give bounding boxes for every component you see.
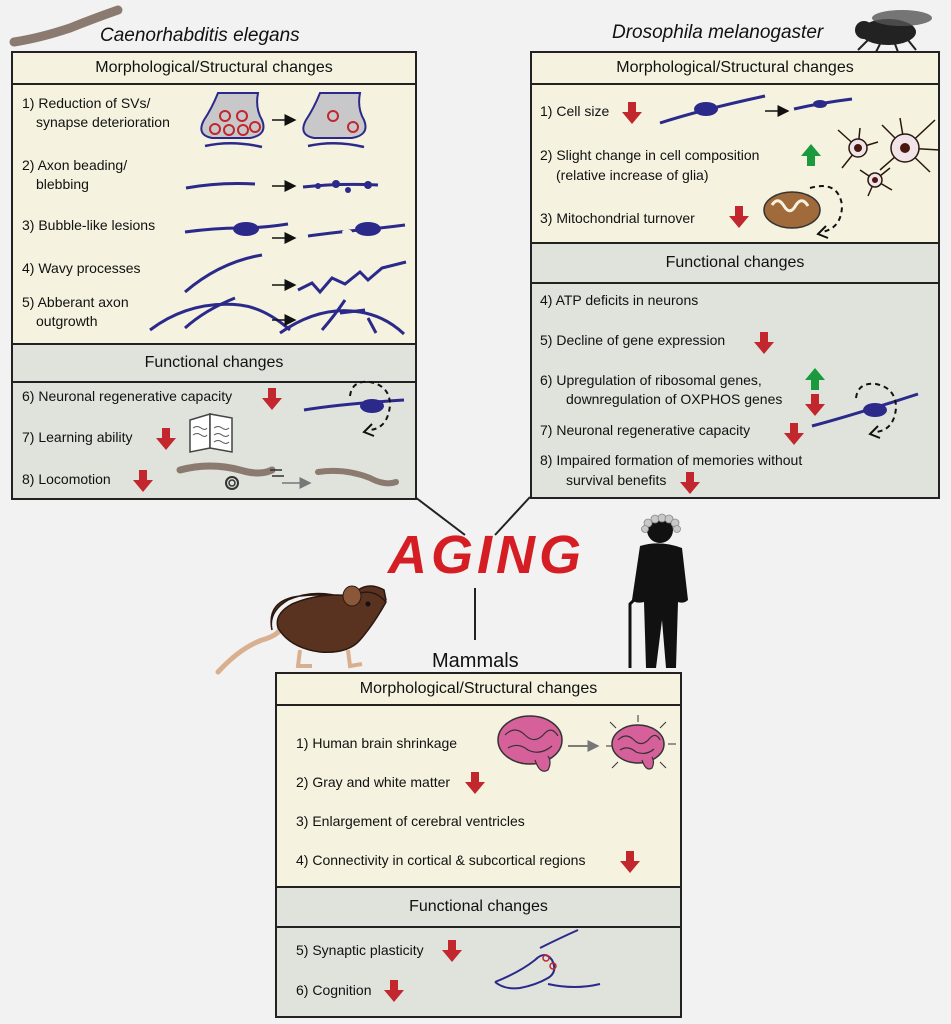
celegans-item-2: 2) Axon beading/ bbox=[22, 157, 128, 173]
mammals-item-2: 2) Gray and white matter bbox=[296, 774, 451, 790]
drosophila-func-header: Functional changes bbox=[532, 244, 938, 284]
mammals-panel: Morphological/Structural changes Functio… bbox=[275, 672, 682, 1018]
drosophila-item-5: 5) Decline of gene expression bbox=[540, 332, 726, 348]
decrease-arrow-icon bbox=[133, 470, 153, 492]
drosophila-item-3: 3) Mitochondrial turnover bbox=[540, 210, 695, 226]
mammals-item-3: 3) Enlargement of cerebral ventricles bbox=[296, 813, 525, 829]
mammals-item-4: 4) Connectivity in cortical & subcortica… bbox=[296, 852, 586, 868]
celegans-item-4: 4) Wavy processes bbox=[22, 260, 141, 276]
decrease-arrow-icon bbox=[729, 206, 749, 228]
celegans-species-label: Caenorhabditis elegans bbox=[100, 25, 300, 46]
drosophila-item-8-cont: survival benefits bbox=[566, 472, 667, 488]
drosophila-item-2-cont: (relative increase of glia) bbox=[556, 167, 709, 183]
mammals-item-5: 5) Synaptic plasticity bbox=[296, 942, 424, 958]
drosophila-item-2: 2) Slight change in cell composition bbox=[540, 147, 760, 163]
decrease-arrow-icon bbox=[262, 388, 282, 410]
decrease-arrow-icon bbox=[465, 772, 485, 794]
drosophila-item-6: 6) Upregulation of ribosomal genes, bbox=[540, 372, 762, 388]
celegans-item-6: 6) Neuronal regenerative capacity bbox=[22, 388, 233, 404]
celegans-item-7: 7) Learning ability bbox=[22, 429, 133, 445]
drosophila-morph-header: Morphological/Structural changes bbox=[532, 53, 938, 85]
decrease-arrow-icon bbox=[384, 980, 404, 1002]
mammals-item-1: 1) Human brain shrinkage bbox=[296, 735, 458, 751]
celegans-item-1-cont: synapse deterioration bbox=[36, 114, 170, 130]
decrease-arrow-icon bbox=[784, 423, 804, 445]
celegans-item-1: 1) Reduction of SVs/ bbox=[22, 95, 151, 111]
celegans-item-5: 5) Abberant axon bbox=[22, 294, 129, 310]
mammals-func-header: Functional changes bbox=[277, 888, 680, 928]
increase-arrow-icon bbox=[801, 144, 821, 166]
decrease-arrow-icon bbox=[805, 394, 825, 416]
increase-arrow-icon bbox=[805, 368, 825, 390]
celegans-item-5-cont: outgrowth bbox=[36, 313, 98, 329]
mammals-morph-header: Morphological/Structural changes bbox=[277, 674, 680, 706]
decrease-arrow-icon bbox=[622, 102, 642, 124]
drosophila-item-1: 1) Cell size bbox=[540, 103, 610, 119]
celegans-item-3: 3) Bubble-like lesions bbox=[22, 217, 156, 233]
decrease-arrow-icon bbox=[754, 332, 774, 354]
drosophila-species-label: Drosophila melanogaster bbox=[612, 22, 824, 43]
decrease-arrow-icon bbox=[442, 940, 462, 962]
aging-title: AGING bbox=[388, 525, 586, 585]
brain-icon bbox=[497, 715, 563, 772]
decrease-arrow-icon bbox=[620, 851, 640, 873]
decrease-arrow-icon bbox=[680, 472, 700, 494]
mammals-label: Mammals bbox=[432, 650, 519, 672]
drosophila-item-4: 4) ATP deficits in neurons bbox=[540, 292, 699, 308]
decrease-arrow-icon bbox=[156, 428, 176, 450]
celegans-item-2-cont: blebbing bbox=[36, 176, 89, 192]
drosophila-panel: Morphological/Structural changes Functio… bbox=[530, 51, 940, 499]
drosophila-item-6-cont: downregulation of OXPHOS genes bbox=[566, 391, 783, 407]
celegans-func-header: Functional changes bbox=[13, 345, 415, 383]
mammals-item-6: 6) Cognition bbox=[296, 982, 372, 998]
drosophila-func-section: Functional changes bbox=[532, 242, 938, 497]
drosophila-item-7: 7) Neuronal regenerative capacity bbox=[540, 422, 751, 438]
mammals-func-section: Functional changes bbox=[277, 886, 680, 1016]
shrunken-brain-icon bbox=[606, 715, 676, 770]
drosophila-item-8: 8) Impaired formation of memories withou… bbox=[540, 452, 803, 468]
celegans-item-8: 8) Locomotion bbox=[22, 471, 111, 487]
celegans-morph-header: Morphological/Structural changes bbox=[13, 53, 415, 85]
